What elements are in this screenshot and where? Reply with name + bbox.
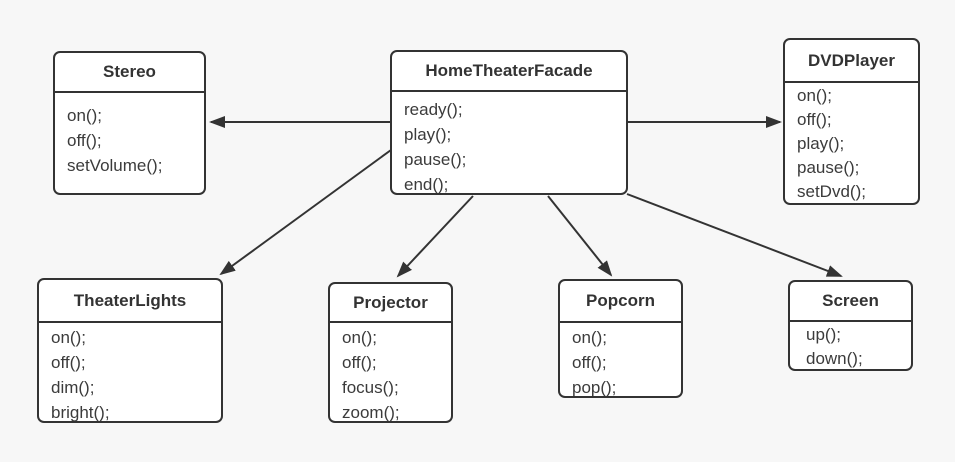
method-label: off(); <box>67 131 102 150</box>
class-title-projector: Projector <box>330 284 451 323</box>
method-label: on(); <box>342 328 377 347</box>
class-title-screen: Screen <box>790 282 911 322</box>
arrow-facade-to-projector <box>396 195 474 278</box>
class-methods-screen: up(); down(); <box>790 322 911 369</box>
method-label: off(); <box>342 353 377 372</box>
class-box-popcorn[interactable]: Popcorn on(); off(); pop(); <box>558 279 683 398</box>
method-label: dim(); <box>51 378 95 397</box>
method-label: zoom(); <box>342 403 400 422</box>
class-title-theaterlights: TheaterLights <box>39 280 221 323</box>
arrow-facade-to-theaterlights <box>219 149 392 276</box>
class-title-stereo: Stereo <box>55 53 204 93</box>
class-box-theaterlights[interactable]: TheaterLights on(); off(); dim(); bright(); <box>37 278 223 423</box>
class-methods-theaterlights: on(); off(); dim(); bright(); <box>39 323 221 422</box>
method-label: pause(); <box>404 150 467 169</box>
method-label: pause(); <box>797 158 860 177</box>
arrow-facade-to-screen <box>626 193 843 277</box>
class-methods-popcorn: on(); off(); pop(); <box>560 323 681 397</box>
method-label: ready(); <box>404 100 463 119</box>
method-label: up(); <box>806 325 841 344</box>
class-title-hometheaterfacade: HomeTheaterFacade <box>392 52 626 92</box>
class-box-projector[interactable]: Projector on(); off(); focus(); zoom(); <box>328 282 453 423</box>
method-label: on(); <box>51 328 86 347</box>
method-label: setDvd(); <box>797 182 866 201</box>
method-label: on(); <box>67 106 102 125</box>
class-methods-projector: on(); off(); focus(); zoom(); <box>330 323 451 422</box>
method-label: on(); <box>797 86 832 105</box>
class-box-stereo[interactable]: Stereo on(); off(); setVolume(); <box>53 51 206 195</box>
method-label: down(); <box>806 349 863 368</box>
class-methods-dvdplayer: on(); off(); play(); pause(); setDvd(); <box>785 83 918 203</box>
class-methods-stereo: on(); off(); setVolume(); <box>55 93 204 178</box>
class-methods-hometheaterfacade: ready(); play(); pause(); end(); <box>392 92 626 194</box>
class-title-dvdplayer: DVDPlayer <box>785 40 918 83</box>
method-label: bright(); <box>51 403 110 422</box>
method-label: off(); <box>797 110 832 129</box>
method-label: focus(); <box>342 378 399 397</box>
method-label: play(); <box>404 125 452 144</box>
method-label: pop(); <box>572 378 617 397</box>
method-label: setVolume(); <box>67 156 163 175</box>
class-box-screen[interactable]: Screen up(); down(); <box>788 280 913 371</box>
class-box-dvdplayer[interactable]: DVDPlayer on(); off(); play(); pause(); setD… <box>783 38 920 205</box>
class-title-popcorn: Popcorn <box>560 281 681 323</box>
method-label: on(); <box>572 328 607 347</box>
method-label: off(); <box>51 353 86 372</box>
method-label: end(); <box>404 175 449 194</box>
method-label: play(); <box>797 134 845 153</box>
arrow-facade-to-popcorn <box>547 195 613 277</box>
class-box-hometheaterfacade[interactable]: HomeTheaterFacade ready(); play(); pause()… <box>390 50 628 195</box>
method-label: off(); <box>572 353 607 372</box>
